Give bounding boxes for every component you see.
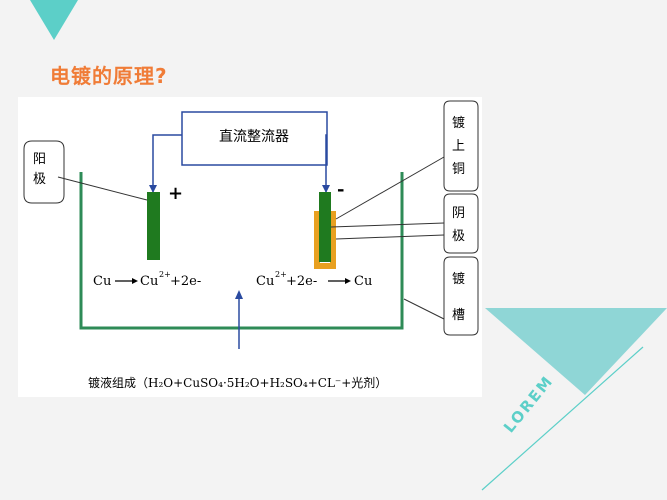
cathode-wire [325, 134, 327, 192]
svg-text:+2e-: +2e- [170, 274, 201, 289]
svg-text:Cu: Cu [256, 274, 274, 289]
cathode-callout [443, 193, 479, 254]
plated-copper-callout [443, 100, 479, 192]
anode-electrode [147, 192, 160, 260]
diagonal-line-decoration [481, 346, 644, 491]
current-arrow-head [235, 290, 243, 299]
plus-sign: + [168, 183, 183, 204]
tank-label-1: 镀 [452, 271, 465, 287]
anode-label-2: 极 [33, 172, 46, 187]
svg-text:Cu: Cu [140, 274, 158, 289]
slide-title: 电镀的原理? [50, 64, 168, 88]
rectifier-label: 直流整流器 [219, 128, 289, 145]
svg-text:Cu: Cu [93, 274, 111, 289]
svg-text:2+: 2+ [159, 270, 171, 279]
cathode-label-1: 阴 [452, 206, 465, 221]
top-triangle-decoration [30, 0, 78, 40]
svg-text:+2e-: +2e- [286, 274, 317, 289]
rectifier-box [181, 111, 328, 166]
cathode-callout-pointer [330, 222, 445, 228]
tank-callout [443, 256, 479, 336]
cathode-wire-arrow [322, 185, 330, 193]
svg-text:2+: 2+ [275, 270, 287, 279]
svg-text:Cu: Cu [354, 274, 372, 289]
electroplating-diagram: 直流整流器 + - Cu Cu 2+ +2e- Cu 2+ [18, 97, 482, 397]
plated-copper-label-2: 上 [452, 139, 465, 154]
plated-copper-label-3: 铜 [452, 162, 465, 177]
plated-copper-pointer [335, 156, 445, 220]
anode-reaction: Cu Cu 2+ +2e- [93, 270, 201, 289]
cathode-electrode [319, 192, 331, 262]
anode-callout-pointer [57, 176, 148, 201]
anode-wire [152, 134, 182, 192]
tank-callout-pointer [403, 298, 445, 320]
cathode-label-2: 极 [452, 229, 465, 244]
cathode-callout-pointer-2 [335, 234, 445, 240]
teal-triangle-decoration [485, 308, 667, 395]
cathode-reaction: Cu 2+ +2e- Cu [256, 270, 372, 289]
tank-label-2: 槽 [452, 308, 465, 323]
minus-sign: - [337, 179, 344, 200]
plated-copper-label-1: 镀 [452, 115, 465, 131]
anode-wire-arrow [149, 185, 157, 193]
bath-composition: 镀液组成（H₂O+CuSO₄·5H₂O+H₂SO₄+CL⁻+光剂） [88, 375, 387, 390]
anode-label-1: 阳 [33, 152, 46, 167]
anode-callout [23, 140, 65, 204]
plating-tank [79, 172, 404, 330]
